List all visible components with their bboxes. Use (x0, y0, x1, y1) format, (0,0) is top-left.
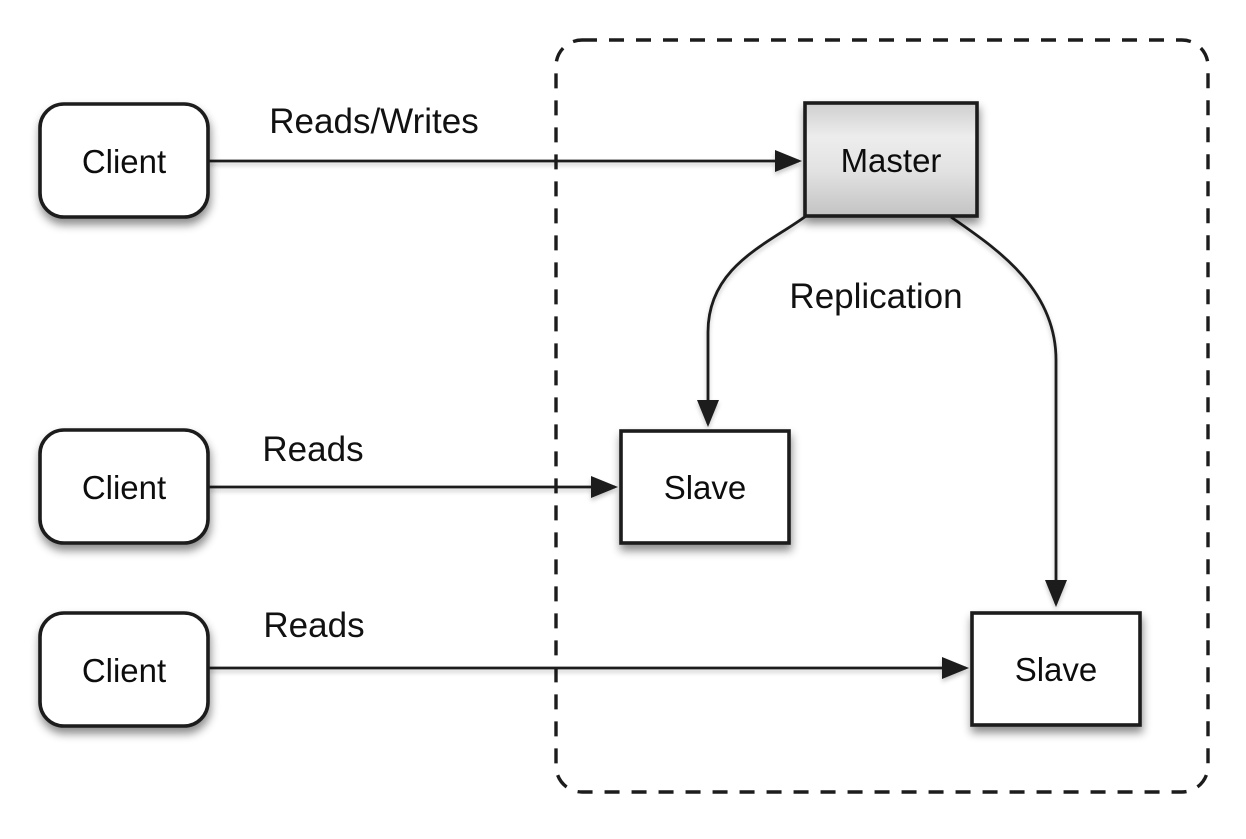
client-box-2 (38, 428, 210, 545)
cluster-boundary (554, 38, 1210, 794)
edge-replication-left-curve (697, 214, 807, 427)
edge-label-replication: Replication (789, 277, 962, 316)
edge-replication-right-curve (950, 215, 1067, 607)
client-node-2: Client (38, 428, 210, 545)
slave-box-1 (619, 429, 791, 545)
slave-label-2: Slave (1015, 651, 1098, 688)
slave-box-2 (970, 611, 1142, 727)
client-label-2: Client (82, 469, 166, 506)
master-box (803, 101, 979, 218)
slave-node-1: Slave (619, 429, 791, 545)
client-label-1: Client (82, 143, 166, 180)
slave-node-2: Slave (970, 611, 1142, 727)
client-node-1: Client (38, 102, 210, 219)
edge-label-reads-1: Reads (262, 430, 363, 469)
slave-label-1: Slave (664, 469, 747, 506)
master-node: Master (803, 101, 979, 218)
edge-label-reads-2: Reads (263, 606, 364, 645)
client-box-3 (38, 611, 210, 728)
client-label-3: Client (82, 652, 166, 689)
client-node-3: Client (38, 611, 210, 728)
edge-label-reads-writes: Reads/Writes (269, 102, 478, 141)
master-label: Master (841, 142, 942, 179)
client-box-1 (38, 102, 210, 219)
